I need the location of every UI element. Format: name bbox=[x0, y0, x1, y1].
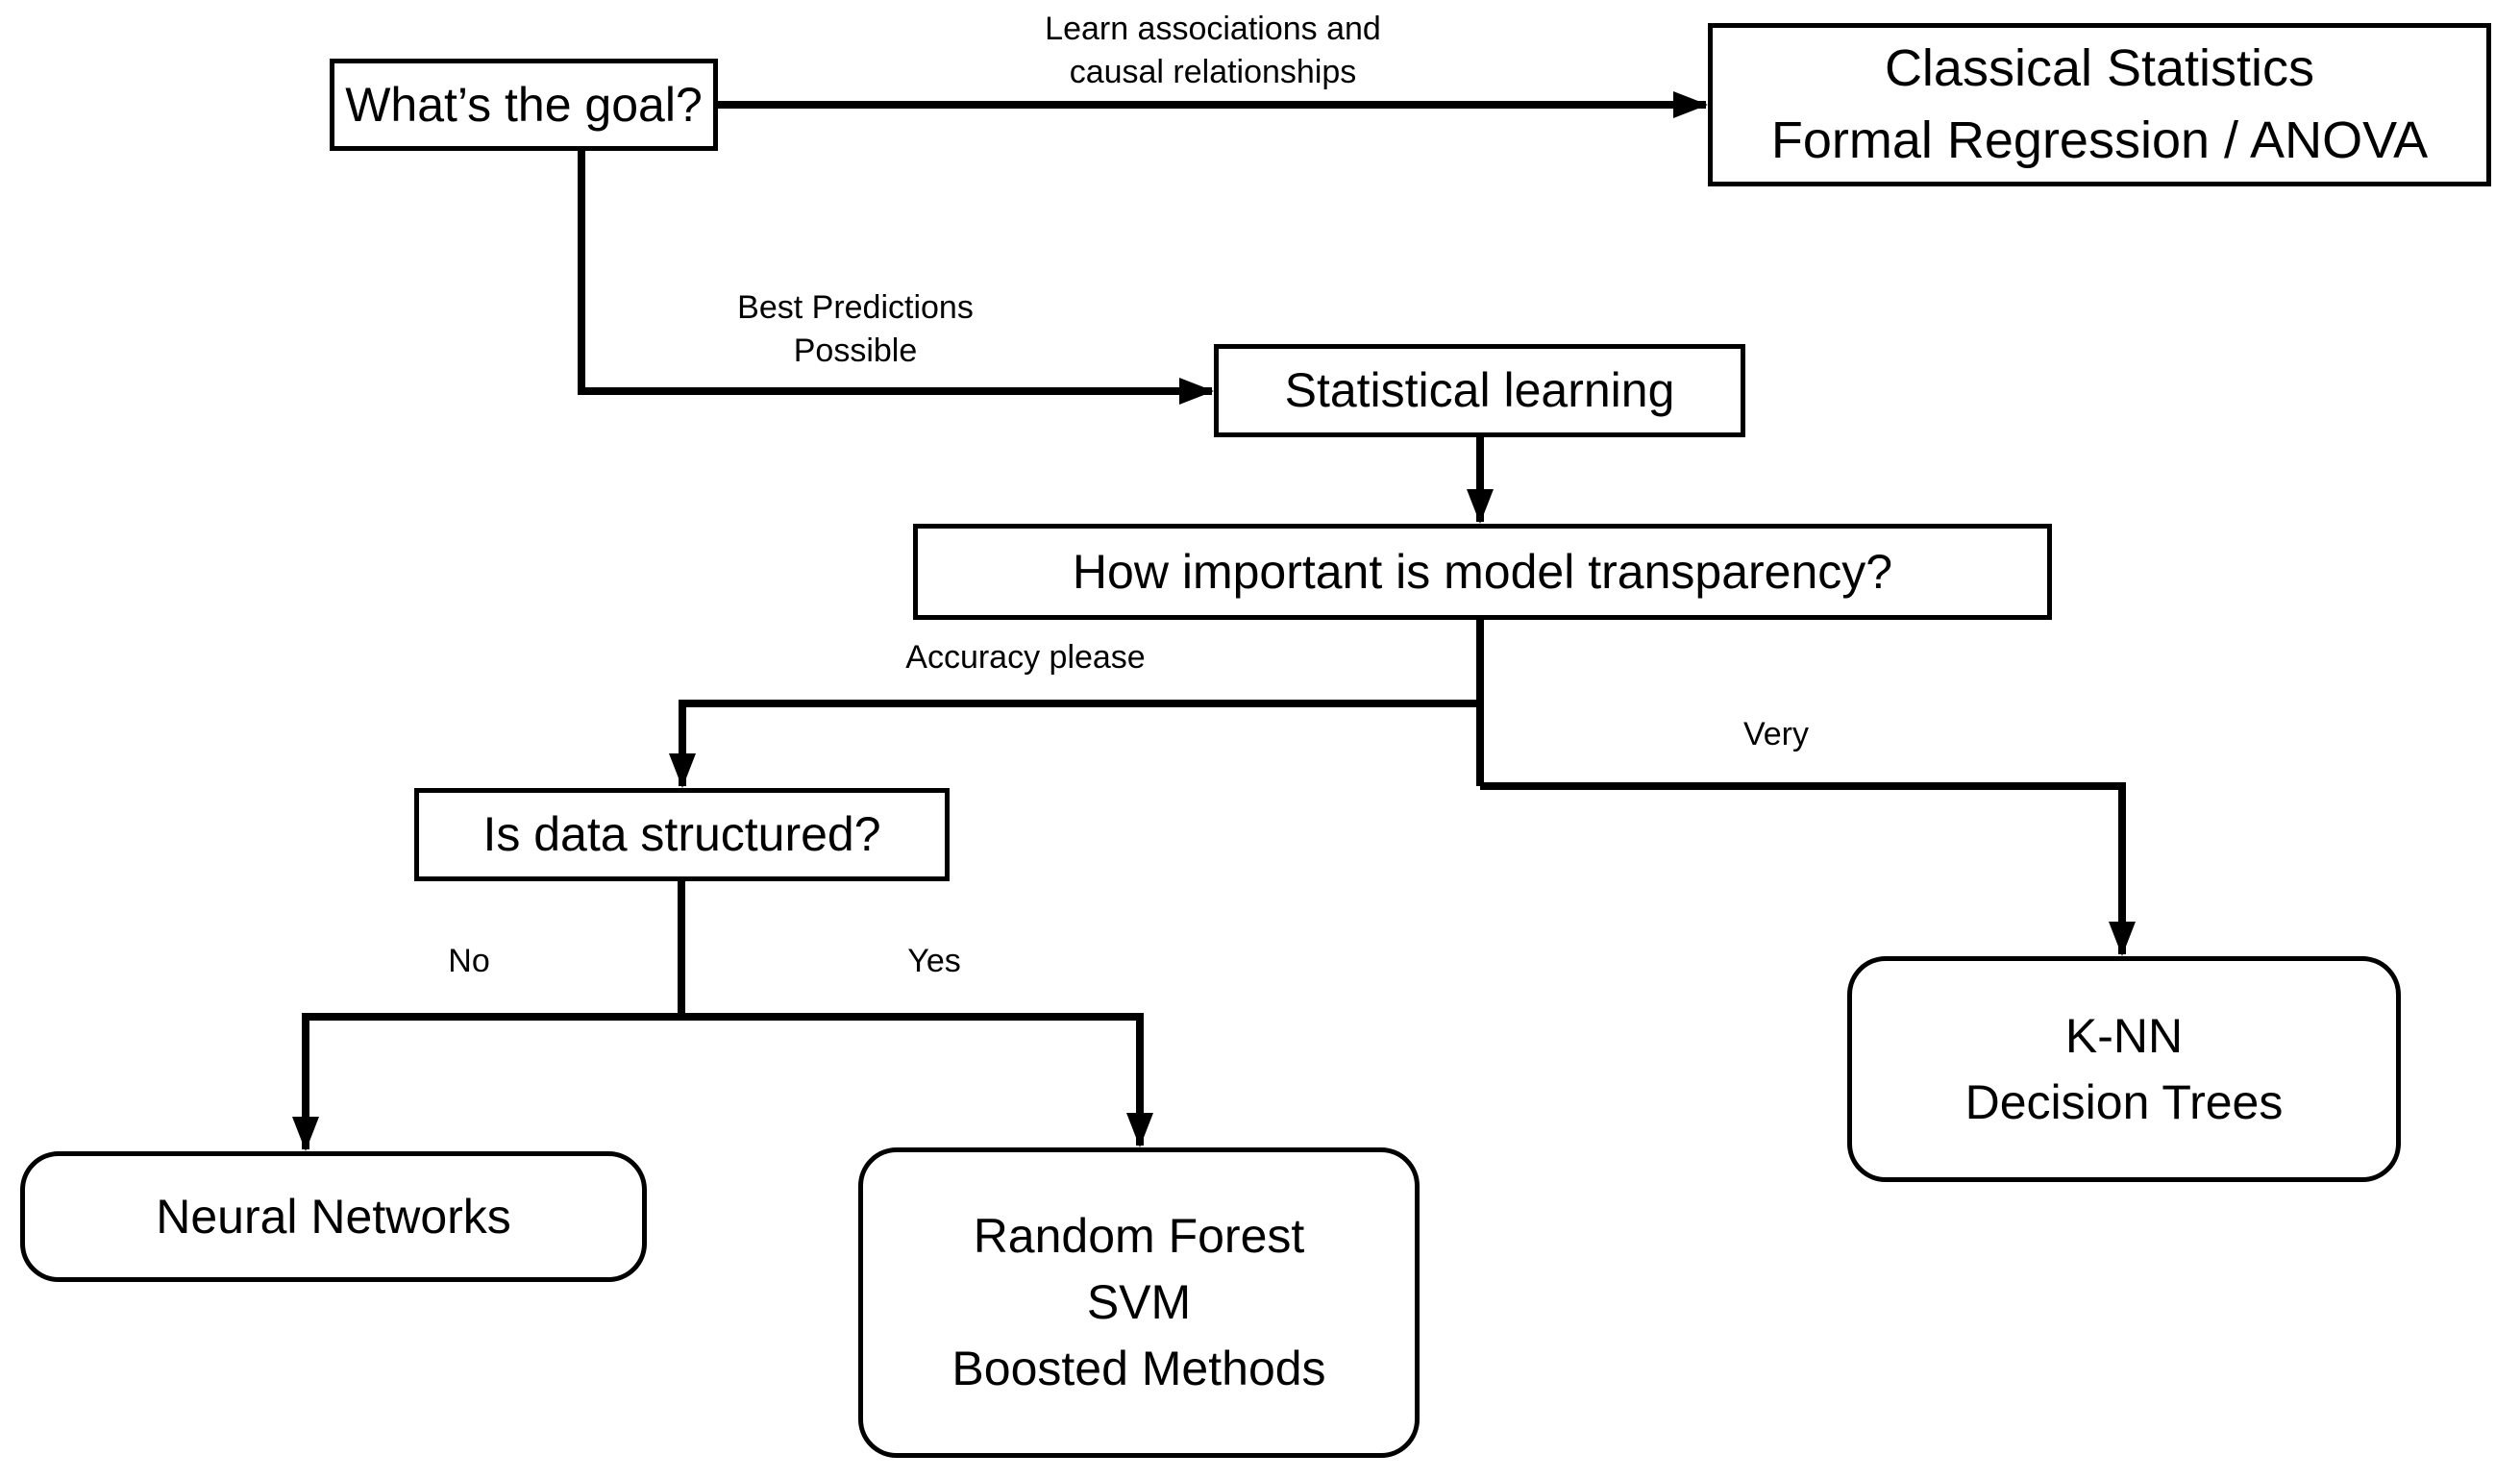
node-goal: What’s the goal? bbox=[330, 59, 718, 151]
edge-label-yes: Yes bbox=[907, 943, 961, 979]
edge-label-accuracy-please: Accuracy please bbox=[905, 639, 1146, 676]
node-is-data-structured: Is data structured? bbox=[414, 788, 950, 881]
node-transparency: How important is model transparency? bbox=[913, 524, 2052, 620]
edge-structured-neural-networks bbox=[292, 881, 685, 1151]
edge-label-best-predictions: Best Predictions Possible bbox=[737, 289, 974, 369]
node-classical-statistics: Classical Statistics Formal Regression /… bbox=[1708, 23, 2491, 186]
edge-transparency-structured bbox=[669, 700, 1480, 788]
node-neural-networks: Neural Networks bbox=[20, 1151, 647, 1282]
node-statistical-learning: Statistical learning bbox=[1214, 344, 1745, 437]
node-random-forest: Random Forest SVM Boosted Methods bbox=[858, 1147, 1420, 1458]
edge-goal-statistical-learning bbox=[578, 149, 1214, 405]
edge-structured-random-forest bbox=[681, 1013, 1153, 1147]
edge-transparency-knn bbox=[1480, 782, 2136, 956]
edge-label-very: Very bbox=[1742, 716, 1810, 752]
edge-label-learn-associations: Learn associations and causal relationsh… bbox=[1045, 11, 1381, 90]
edge-label-no: No bbox=[448, 943, 490, 979]
node-knn: K-NN Decision Trees bbox=[1847, 956, 2401, 1182]
